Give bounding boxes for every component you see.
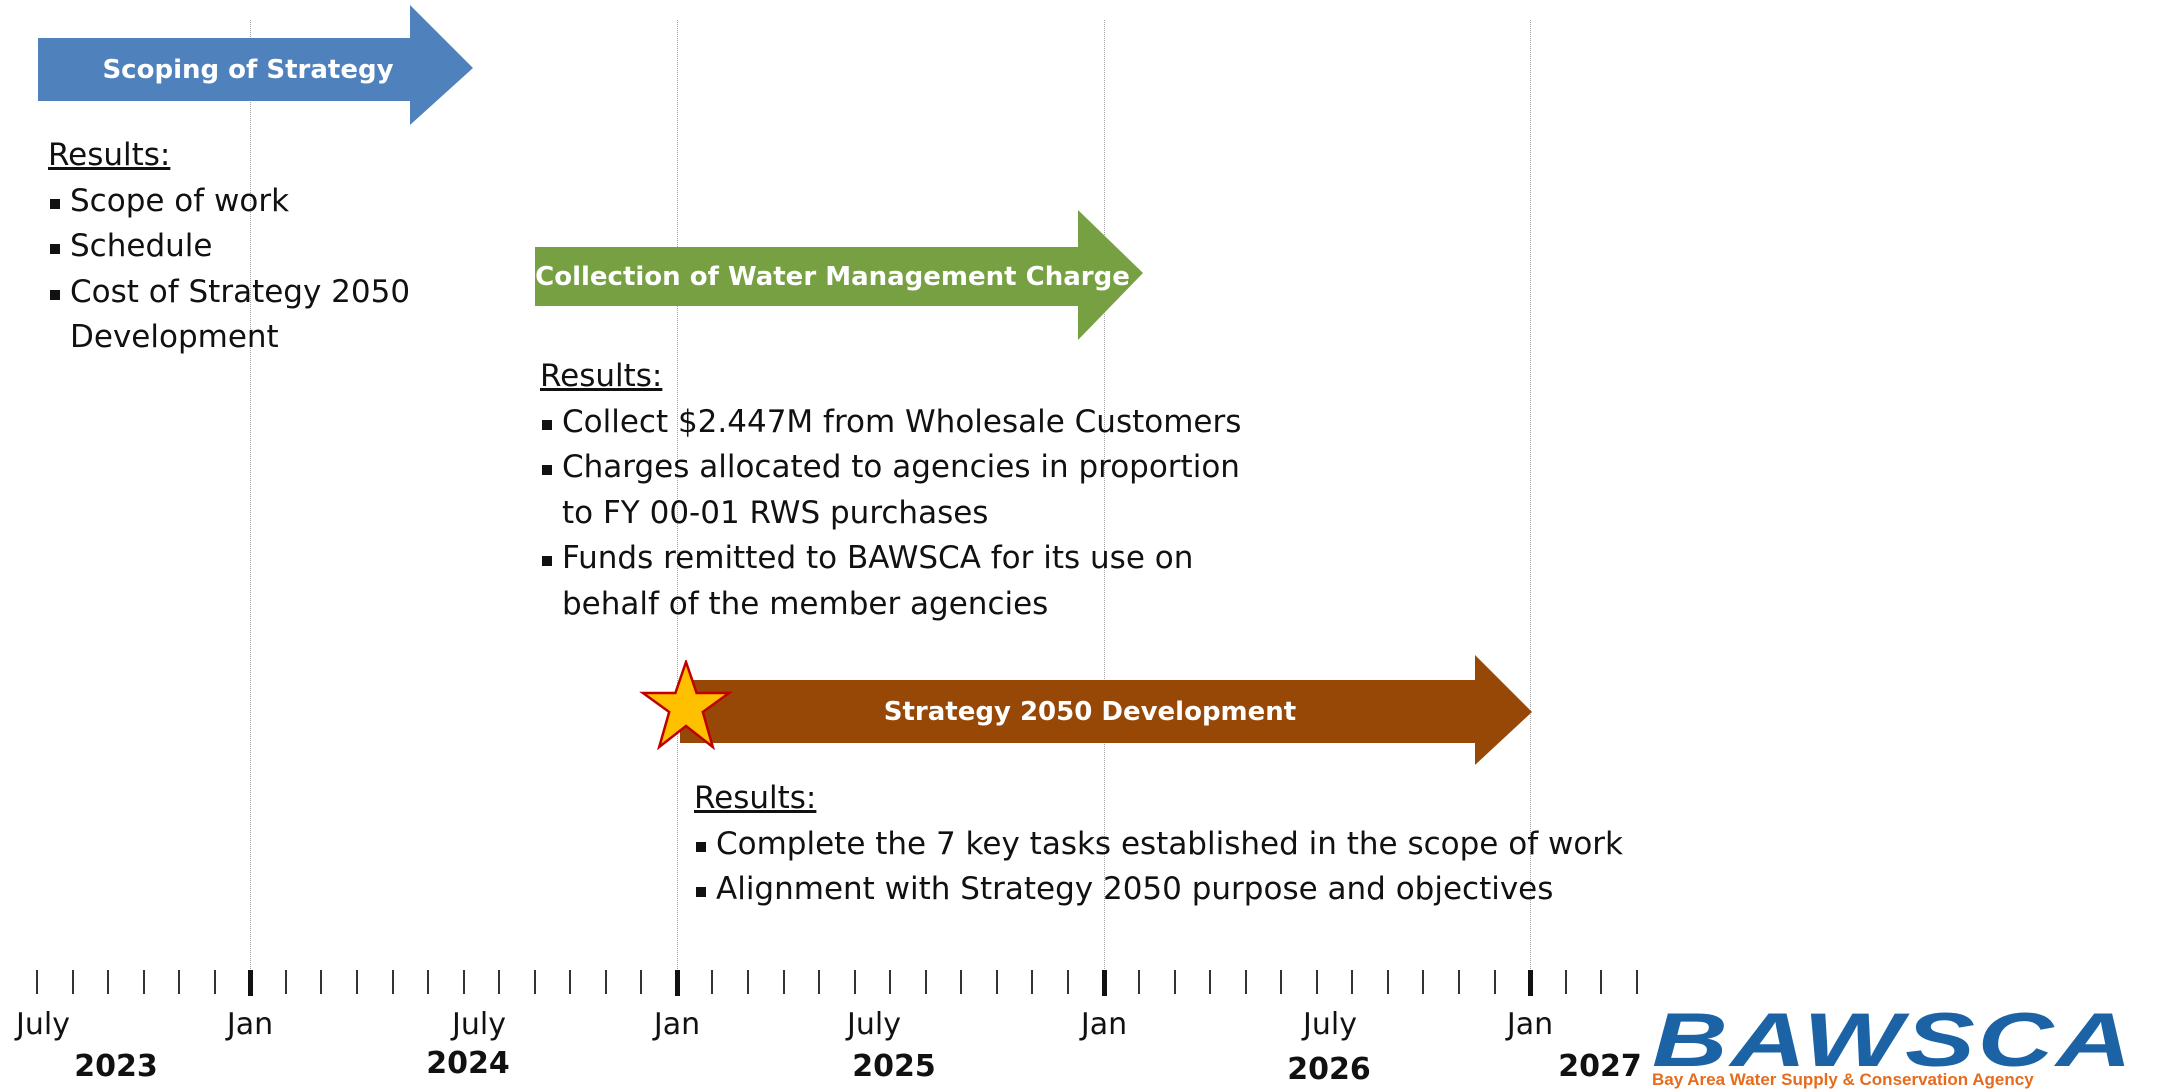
development-arrow-shape xyxy=(680,655,1532,765)
minor-tick xyxy=(320,970,323,994)
collection-arrow-shape xyxy=(535,210,1143,340)
minor-tick xyxy=(284,970,287,994)
major-tick xyxy=(1528,970,1534,996)
minor-tick xyxy=(1422,970,1425,994)
logo-wordmark: BAWSCA xyxy=(1652,998,2135,1083)
minor-tick xyxy=(107,970,110,994)
minor-tick xyxy=(1635,970,1638,994)
scoping-arrow: Scoping of Strategy xyxy=(38,5,473,125)
minor-tick xyxy=(782,970,785,994)
scoping-arrow-shape xyxy=(38,5,473,125)
collection-results-heading: Results: xyxy=(540,358,663,394)
development-results: Results: Complete the 7 key tasks establ… xyxy=(694,776,1694,913)
bawsca-logo: BAWSCA Bay Area Water Supply & Conservat… xyxy=(1650,1003,2150,1089)
minor-tick xyxy=(36,970,38,994)
minor-tick xyxy=(1493,970,1496,994)
scoping-result-item: Schedule xyxy=(48,224,468,270)
month-label: July xyxy=(16,1007,70,1042)
development-result-item: Complete the 7 key tasks established in … xyxy=(694,822,1694,868)
collection-arrow: Collection of Water Management Charge xyxy=(535,210,1143,340)
month-label: Jan xyxy=(1080,1007,1128,1042)
minor-tick xyxy=(1138,970,1141,994)
minor-tick xyxy=(1066,970,1069,994)
minor-tick xyxy=(1351,970,1354,994)
star-shape xyxy=(639,660,733,750)
minor-tick xyxy=(213,970,216,994)
collection-results-list: Collect $2.447M from Wholesale Customers… xyxy=(540,400,1360,628)
minor-tick xyxy=(889,970,892,994)
minor-tick xyxy=(427,970,430,994)
collection-result-item: Charges allocated to agencies in proport… xyxy=(540,445,1360,536)
minor-tick xyxy=(1315,970,1318,994)
development-results-list: Complete the 7 key tasks established in … xyxy=(694,822,1694,913)
scoping-arrow-label: Scoping of Strategy xyxy=(102,54,394,85)
minor-tick xyxy=(1209,970,1212,994)
development-results-heading: Results: xyxy=(694,780,817,816)
minor-tick xyxy=(853,970,856,994)
minor-tick xyxy=(71,970,74,994)
month-label: Jan xyxy=(1506,1007,1554,1042)
scoping-results: Results: Scope of work Schedule Cost of … xyxy=(48,133,468,361)
minor-tick xyxy=(355,970,358,994)
year-label: 2027 xyxy=(1558,1049,1642,1084)
major-tick xyxy=(1101,970,1107,996)
year-label: 2024 xyxy=(426,1046,510,1081)
year-label: 2025 xyxy=(852,1049,936,1084)
scoping-result-item: Cost of Strategy 2050 Development xyxy=(48,270,468,361)
minor-tick xyxy=(640,970,643,994)
minor-tick xyxy=(604,970,607,994)
minor-tick xyxy=(1386,970,1389,994)
star-icon xyxy=(639,660,733,750)
jan-2027-guide-line xyxy=(1530,20,1531,975)
minor-tick xyxy=(1280,970,1283,994)
jan-2026-guide-line xyxy=(1104,20,1105,975)
minor-tick xyxy=(462,970,465,994)
jan-2024-guide-line xyxy=(250,20,251,975)
month-label: July xyxy=(847,1007,901,1042)
collection-results: Results: Collect $2.447M from Wholesale … xyxy=(540,354,1360,627)
minor-tick xyxy=(569,970,572,994)
minor-tick xyxy=(924,970,927,994)
minor-tick xyxy=(1600,970,1603,994)
minor-tick xyxy=(1173,970,1176,994)
minor-tick xyxy=(533,970,536,994)
major-tick xyxy=(674,970,680,996)
month-label: July xyxy=(452,1007,506,1042)
development-arrow: Strategy 2050 Development xyxy=(680,655,1532,765)
collection-arrow-label: Collection of Water Management Charge xyxy=(535,261,1130,292)
minor-tick xyxy=(1031,970,1034,994)
minor-tick xyxy=(818,970,821,994)
minor-tick xyxy=(960,970,963,994)
jan-2025-guide-line xyxy=(677,20,678,975)
scoping-results-list: Scope of work Schedule Cost of Strategy … xyxy=(48,179,468,361)
minor-tick xyxy=(711,970,714,994)
year-label: 2026 xyxy=(1287,1052,1371,1087)
month-label: Jan xyxy=(653,1007,701,1042)
scoping-result-item: Scope of work xyxy=(48,179,468,225)
development-arrow-label: Strategy 2050 Development xyxy=(883,696,1297,727)
minor-tick xyxy=(178,970,181,994)
year-label: 2023 xyxy=(74,1049,158,1084)
scoping-results-heading: Results: xyxy=(48,137,171,173)
collection-result-item: Collect $2.447M from Wholesale Customers xyxy=(540,400,1360,446)
logo-tagline: Bay Area Water Supply & Conservation Age… xyxy=(1652,1070,2034,1089)
minor-tick xyxy=(1564,970,1567,994)
minor-tick xyxy=(498,970,501,994)
minor-tick xyxy=(142,970,145,994)
timeline-axis xyxy=(0,970,1640,1010)
month-label: Jan xyxy=(226,1007,274,1042)
minor-tick xyxy=(995,970,998,994)
minor-tick xyxy=(391,970,394,994)
minor-tick xyxy=(1244,970,1247,994)
minor-tick xyxy=(1458,970,1460,994)
month-label: July xyxy=(1303,1007,1357,1042)
development-result-item: Alignment with Strategy 2050 purpose and… xyxy=(694,867,1694,913)
major-tick xyxy=(248,970,254,996)
minor-tick xyxy=(747,970,749,994)
collection-result-item: Funds remitted to BAWSCA for its use on … xyxy=(540,536,1360,627)
